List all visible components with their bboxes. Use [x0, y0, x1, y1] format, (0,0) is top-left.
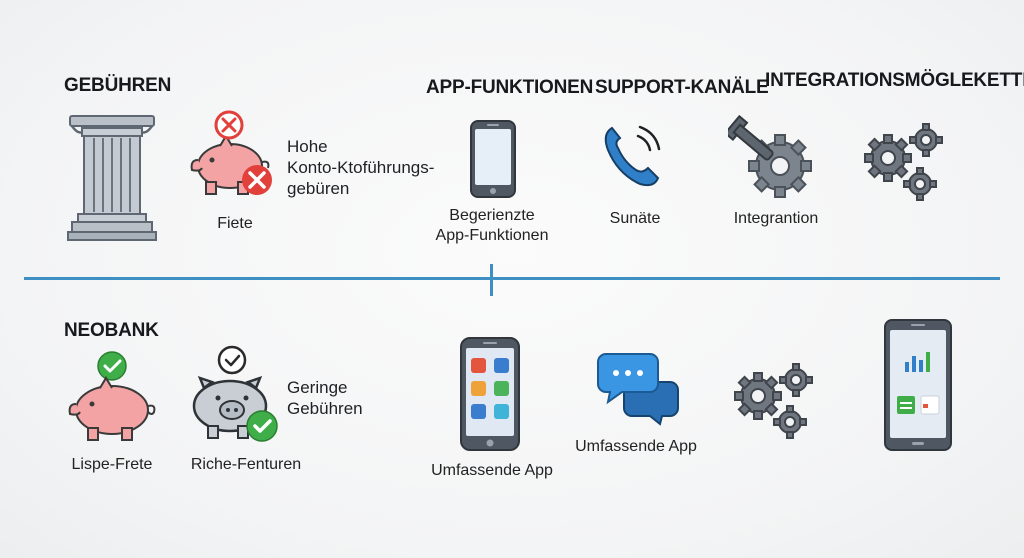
app-label-line-2: App-Funktionen	[435, 227, 549, 244]
integration-label: Integrantion	[733, 210, 819, 227]
pig-check-icon	[190, 344, 282, 444]
gears-icon-bottom	[732, 362, 816, 442]
app-funktionen-heading: APP-FUNKTIONEN	[426, 77, 594, 98]
section-divider	[24, 277, 1000, 280]
fee-text-line-3: gebüren	[287, 179, 350, 198]
gebuehren-heading: GEBÜHREN	[64, 75, 172, 96]
piggy-bank-cross-icon	[190, 110, 280, 202]
fee-text-line-1: Hohe	[287, 137, 328, 156]
app-label-line-1: Begerienzte	[449, 207, 535, 224]
gear-wrench-icon	[728, 114, 818, 198]
integration-heading: INTEGRATIONSMÖGLEKETTIEN	[765, 70, 1024, 91]
smartphone-icon	[469, 119, 517, 199]
phone-call-icon	[600, 122, 666, 188]
neobank-piggy-label: Lispe-Frete	[71, 456, 153, 473]
low-fees-line-2: Gebühren	[287, 399, 363, 418]
gears-icon-top	[862, 122, 946, 202]
piggy-bank-check-icon	[66, 350, 162, 444]
pig2-label: Riche-Fenturen	[190, 456, 302, 473]
app-label: Begerienzte App-Funktionen	[412, 206, 572, 246]
neobank-app-label: Umfassende App	[431, 462, 553, 479]
chat-bubbles-icon	[596, 352, 680, 426]
fee-text-line-2: Konto-Ktoführungs-	[287, 158, 435, 177]
tablet-dashboard-icon	[883, 318, 953, 452]
chat-label: Umfassende App	[575, 438, 697, 455]
high-fees-text: Hohe Konto-Ktoführungs- gebüren	[287, 136, 434, 199]
piggy-label: Fiete	[217, 215, 253, 232]
smartphone-apps-icon	[459, 336, 521, 452]
low-fees-text: Geringe Gebühren	[287, 377, 363, 419]
neobank-heading: NEOBANK	[64, 320, 159, 341]
bank-column-icon	[66, 112, 158, 242]
low-fees-line-1: Geringe	[287, 378, 348, 397]
divider-tick	[490, 264, 493, 296]
support-label: Sunäte	[609, 210, 661, 227]
support-kanaele-heading: SUPPORT-KANÄLE	[595, 77, 769, 98]
